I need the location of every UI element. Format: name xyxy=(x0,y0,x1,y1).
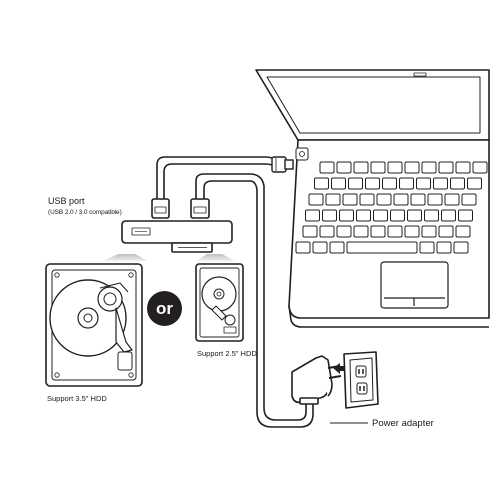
keyboard-key xyxy=(336,161,352,174)
keyboard-key xyxy=(458,209,473,222)
keyboard-key xyxy=(427,193,443,206)
keyboard-key xyxy=(416,177,431,190)
keyboard-key xyxy=(370,225,386,238)
power-adapter-label: Power adapter xyxy=(372,418,434,429)
usb-plug xyxy=(271,156,294,173)
keyboard-key xyxy=(438,225,454,238)
hdd-2-5-label: Support 2.5" HDD xyxy=(197,349,257,358)
keyboard-key xyxy=(382,177,397,190)
hdd-3-5-label: Support 3.5" HDD xyxy=(47,394,107,403)
keyboard-key xyxy=(365,177,380,190)
or-badge: or xyxy=(147,291,182,326)
keyboard-key xyxy=(305,209,320,222)
keyboard-key xyxy=(438,161,454,174)
keyboard-key xyxy=(444,193,460,206)
keyboard-key xyxy=(407,209,422,222)
keyboard-key xyxy=(322,209,337,222)
hdd-3-5-icon xyxy=(45,263,143,387)
keyboard-key xyxy=(308,193,324,206)
keyboard-key xyxy=(319,161,335,174)
keyboard-key xyxy=(453,241,469,254)
keyboard-key xyxy=(404,161,420,174)
keyboard-key xyxy=(421,225,437,238)
power-cable xyxy=(249,173,314,428)
keyboard-key xyxy=(399,177,414,190)
keyboard-key xyxy=(441,209,456,222)
sata-usb-adapter-icon xyxy=(121,198,233,253)
keyboard-key xyxy=(455,225,471,238)
keyboard-key xyxy=(424,209,439,222)
keyboard-key xyxy=(387,161,403,174)
keyboard-key xyxy=(450,177,465,190)
keyboard-key xyxy=(359,193,375,206)
keyboard-key xyxy=(404,225,420,238)
keyboard-keys xyxy=(295,161,488,254)
power-adapter-icon xyxy=(291,355,342,405)
keyboard-key xyxy=(302,225,318,238)
keyboard-key xyxy=(356,209,371,222)
keyboard-key xyxy=(421,161,437,174)
keyboard-key xyxy=(325,193,341,206)
arrow-right xyxy=(333,363,348,374)
arrow-up-left xyxy=(103,254,148,261)
usb-cable xyxy=(156,156,277,200)
keyboard-key xyxy=(461,193,477,206)
keyboard-key xyxy=(376,193,392,206)
keyboard-key xyxy=(472,161,488,174)
hdd-2-5-icon xyxy=(195,263,244,342)
keyboard-key xyxy=(331,177,346,190)
keyboard-key xyxy=(410,193,426,206)
wall-outlet-icon xyxy=(343,351,379,409)
keyboard-key xyxy=(387,225,403,238)
keyboard-key xyxy=(312,241,328,254)
keyboard-key xyxy=(346,241,418,254)
keyboard-key xyxy=(390,209,405,222)
keyboard-key xyxy=(339,209,354,222)
keyboard-key xyxy=(353,225,369,238)
arrow-up-right xyxy=(196,254,235,261)
keyboard-key xyxy=(336,225,352,238)
keyboard-key xyxy=(455,161,471,174)
keyboard-key xyxy=(419,241,435,254)
keyboard-key xyxy=(348,177,363,190)
keyboard-key xyxy=(329,241,345,254)
keyboard-key xyxy=(433,177,448,190)
keyboard-key xyxy=(373,209,388,222)
touchpad xyxy=(380,261,449,309)
keyboard-key xyxy=(314,177,329,190)
keyboard-key xyxy=(436,241,452,254)
keyboard-key xyxy=(370,161,386,174)
keyboard-key xyxy=(467,177,482,190)
keyboard-key xyxy=(393,193,409,206)
keyboard-key xyxy=(353,161,369,174)
keyboard-key xyxy=(319,225,335,238)
keyboard-key xyxy=(295,241,311,254)
keyboard-key xyxy=(342,193,358,206)
usb-compat-label: (USB 2.0 / 3.0 compatible) xyxy=(48,209,122,216)
usb-port-label: USB port xyxy=(48,196,85,206)
